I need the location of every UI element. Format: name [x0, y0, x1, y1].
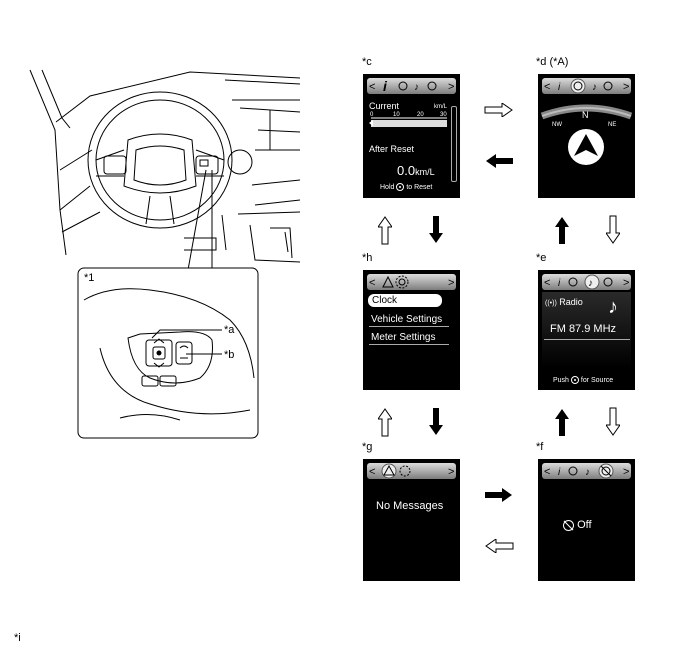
svg-text:>: > [448, 466, 454, 478]
menu-item-vehicle-settings[interactable]: Vehicle Settings [369, 313, 449, 327]
off-status: Off [563, 519, 592, 531]
scale-20: 20 [417, 112, 424, 118]
hold-to-reset: Hold to Reset [380, 183, 433, 191]
arrow-down-filled [429, 216, 443, 243]
arrow-right-filled [485, 488, 512, 502]
menu-item-label: Meter Settings [371, 332, 436, 343]
menu-item-meter-settings[interactable]: Meter Settings [369, 331, 449, 345]
arrow-up-outline [378, 216, 392, 245]
antenna-icon: ((•)) [545, 300, 557, 307]
scale-0: 0 [370, 112, 374, 118]
after-reset-label: After Reset [369, 144, 415, 154]
tab-header: < i ♪ > [542, 78, 631, 94]
arrow-down-outline [606, 215, 620, 244]
audio-panel [542, 292, 631, 368]
compass-dial: N NW NE [540, 104, 633, 165]
arrow-left-filled [486, 154, 513, 168]
knob-icon [570, 376, 579, 384]
station-frequency: FM 87.9 MHz [550, 323, 617, 335]
label-g: *g [362, 441, 373, 453]
tab-header: < > [367, 463, 456, 479]
screen-fuel-economy: < i ♪ > Current km/L 0 10 20 30 After Re… [363, 74, 460, 198]
menu-item-label: Clock [372, 295, 398, 306]
screen-off: < i ♪ > Off [538, 459, 635, 581]
svg-text:i: i [383, 78, 388, 94]
arrow-up-filled [555, 217, 569, 244]
svg-text:♪: ♪ [592, 82, 597, 93]
scrollbar [451, 106, 457, 182]
arrow-up-filled [555, 409, 569, 436]
economy-value: 0.0km/L [397, 163, 435, 178]
arrow-up-outline [378, 408, 392, 437]
label-a: *a [224, 324, 235, 336]
tab-header: < i ♪ > [542, 463, 631, 479]
tab-header: < i ♪ > [367, 78, 456, 94]
svg-text:<: < [544, 277, 550, 289]
radio-source: ((•)) Radio [545, 297, 583, 307]
svg-text:<: < [369, 466, 375, 478]
steering-wheel-illustration [29, 69, 301, 439]
music-note-icon: ♪ [608, 296, 618, 318]
screen-audio: < i ♪ > ((•)) Radio ♪ FM 87.9 MHz Push f… [538, 270, 635, 390]
svg-text:i: i [558, 278, 561, 289]
current-label: Current [369, 101, 400, 111]
unit-label: km/L [434, 104, 448, 110]
push-for-source: Push for Source [553, 376, 614, 384]
compass-n: N [582, 110, 589, 120]
arrow-down-outline [606, 407, 620, 436]
svg-text:♪: ♪ [588, 278, 593, 289]
compass-nw: NW [552, 122, 562, 128]
label-b: *b [224, 349, 235, 361]
label-f: *f [536, 441, 544, 453]
svg-text:i: i [558, 82, 561, 93]
svg-text:>: > [623, 466, 629, 478]
label-d: *d (*A) [536, 56, 569, 68]
svg-text:<: < [369, 81, 375, 93]
value-unit: km/L [415, 167, 435, 177]
no-messages-text: No Messages [376, 500, 444, 512]
economy-gauge: 0 10 20 30 [369, 112, 447, 127]
meter-off-icon [563, 519, 574, 531]
scale-10: 10 [393, 112, 400, 118]
tab-header: < > [367, 274, 456, 290]
svg-text:<: < [369, 277, 375, 289]
label-e: *e [536, 252, 547, 264]
compass-ne: NE [608, 122, 616, 128]
tab-header: < i ♪ > [542, 274, 631, 290]
label-h: *h [362, 252, 373, 264]
scale-30: 30 [440, 112, 447, 118]
screen-settings: < > Clock Vehicle Settings Meter Setting… [363, 270, 460, 390]
menu-item-clock[interactable]: Clock [368, 294, 442, 307]
label-c: *c [362, 56, 372, 68]
svg-text:<: < [544, 81, 550, 93]
menu-item-label: Vehicle Settings [371, 314, 443, 325]
label-i: *i [14, 632, 21, 644]
svg-text:i: i [558, 467, 561, 478]
divider [544, 339, 630, 340]
svg-text:<: < [544, 466, 550, 478]
arrow-down-filled [429, 408, 443, 435]
arrow-left-outline [485, 539, 514, 553]
screen-messages: < > No Messages [363, 459, 460, 581]
svg-text:>: > [623, 81, 629, 93]
svg-text:>: > [623, 277, 629, 289]
knob-icon [396, 183, 405, 191]
arrow-right-outline [484, 103, 513, 117]
svg-text:♪: ♪ [414, 82, 419, 93]
svg-text:>: > [448, 277, 454, 289]
screen-compass: < i ♪ > N NW NE [538, 74, 635, 198]
label-1: *1 [84, 272, 95, 284]
svg-text:>: > [448, 81, 454, 93]
svg-text:♪: ♪ [585, 467, 590, 478]
value-number: 0.0 [397, 163, 416, 178]
